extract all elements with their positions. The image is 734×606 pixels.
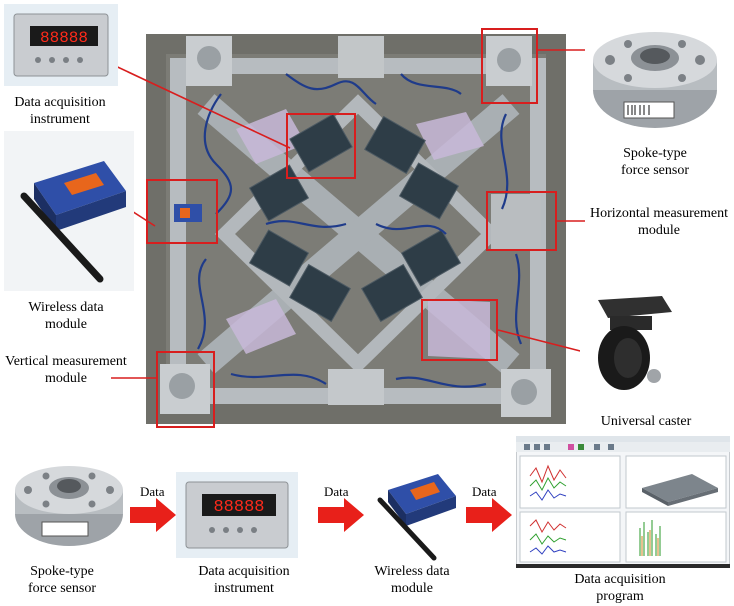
flow-instrument-image: 88888 [176,472,298,558]
highlight-horizontal [486,191,557,251]
label-universal-caster: Universal caster [600,414,692,429]
spoke-sensor-image [588,20,722,136]
label-wireless-data-module: Wireless data module [28,300,104,332]
flow-label-sensor: Spoke-type force sensor [27,564,97,596]
flow-wireless-image [377,474,456,561]
highlight-caster [421,299,498,361]
flow-arrow-3-label: Data [472,484,497,499]
label-vertical-measurement-module: Vertical measurement module [5,354,127,386]
flow-label-wireless: Wireless data module [374,564,450,596]
highlight-vertical [156,351,215,428]
flow-arrow-1 [130,498,176,532]
platform-photo [146,34,566,424]
flow-arrow-2 [318,498,364,532]
flow-instrument-digits: 88888 [213,498,264,517]
label-data-acquisition-instrument: Data acquisition instrument [14,95,106,127]
data-acquisition-program-screenshot [516,436,730,568]
flow-label-instrument: Data acquisition instrument [198,564,290,596]
highlight-wireless [146,179,218,244]
label-spoke-type-force-sensor: Spoke-type force sensor [620,146,690,178]
highlight-spoke-sensor [481,28,538,104]
data-acquisition-instrument-image: 88888 [4,4,118,86]
flow-arrow-3 [466,498,512,532]
wireless-module-image [4,131,134,291]
instrument-digits: 88888 [40,29,88,47]
flow-arrow-1-label: Data [140,484,165,499]
flow-arrow-2-label: Data [324,484,349,499]
universal-caster-image [580,290,680,398]
flow-label-program: Data acquisition program [574,572,666,604]
label-horizontal-measurement-module: Horizontal measurement module [589,206,728,238]
flow-spoke-sensor-image [15,466,123,546]
